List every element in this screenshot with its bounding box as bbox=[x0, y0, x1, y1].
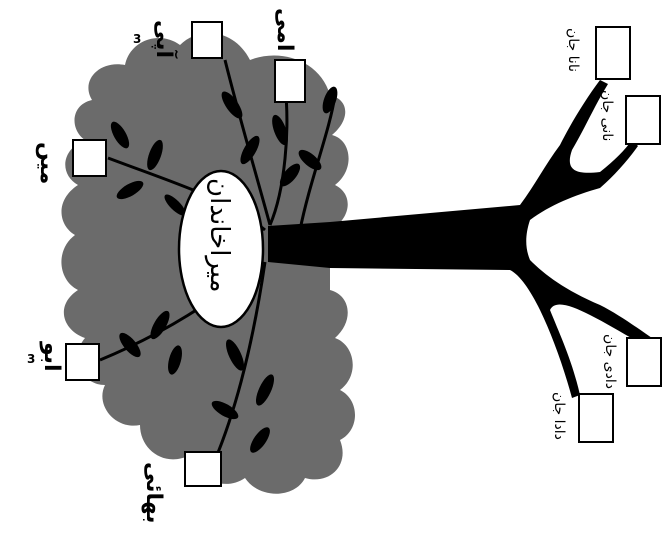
box-nani[interactable] bbox=[625, 95, 661, 145]
family-title: میراخاندان bbox=[204, 178, 234, 293]
box-abu[interactable] bbox=[65, 343, 100, 381]
label-nani: نانی جان bbox=[599, 90, 615, 142]
label-brother: بھائی bbox=[141, 462, 166, 524]
label-dada: دادا جان bbox=[551, 392, 567, 440]
label-dadi: دادی جان bbox=[602, 334, 618, 389]
box-me[interactable] bbox=[72, 139, 107, 177]
tree-trunk bbox=[268, 80, 655, 398]
tree-leaves bbox=[110, 86, 338, 453]
superscript-sister: 3 bbox=[133, 32, 142, 46]
answer-boxes bbox=[65, 21, 662, 487]
label-abu: ابو bbox=[39, 342, 64, 372]
superscript-abu: 3 bbox=[27, 352, 36, 366]
label-ami: امی bbox=[272, 8, 297, 52]
box-nana[interactable] bbox=[595, 26, 631, 80]
box-dada[interactable] bbox=[578, 393, 614, 443]
label-nana: نانا جان bbox=[565, 28, 581, 72]
box-brother[interactable] bbox=[184, 451, 222, 487]
box-brother-top[interactable] bbox=[274, 59, 306, 103]
box-sister[interactable] bbox=[191, 21, 223, 59]
label-me: میں bbox=[35, 142, 60, 185]
center-oval bbox=[177, 169, 265, 329]
box-dadi[interactable] bbox=[626, 337, 662, 387]
label-sister: آپی bbox=[151, 20, 176, 59]
